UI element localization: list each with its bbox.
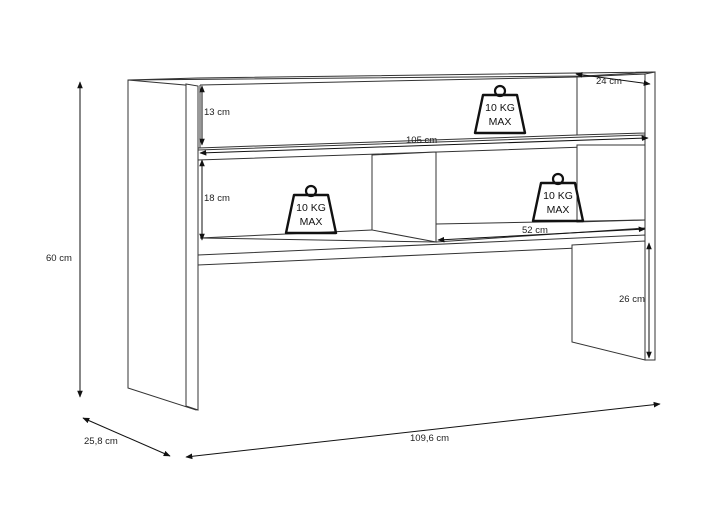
weight-badge-line2: MAX bbox=[300, 216, 323, 228]
width-total-label: 109,6 cm bbox=[410, 433, 449, 444]
weight-badge-line1: 10 KG bbox=[543, 190, 573, 202]
shelf-width-label: 105 cm bbox=[406, 135, 437, 146]
weight-icon bbox=[473, 84, 527, 135]
center-divider bbox=[371, 151, 437, 243]
weight-badge-line2: MAX bbox=[489, 116, 512, 128]
top-panel bbox=[127, 71, 656, 81]
weight-icon bbox=[284, 184, 338, 235]
shelf-width-arrow bbox=[199, 135, 649, 156]
weight-badge-left: 10 KG MAX bbox=[284, 184, 338, 235]
depth-total-arrow bbox=[82, 417, 171, 457]
width-total-arrow bbox=[185, 401, 661, 460]
weight-badge-right: 10 KG MAX bbox=[531, 172, 585, 223]
right-leg-edge bbox=[644, 71, 656, 361]
shelf-depth-arrow bbox=[575, 72, 651, 86]
right-compartment-width-arrow bbox=[437, 226, 646, 243]
weight-badge-line1: 10 KG bbox=[485, 102, 515, 114]
shelf-depth-label: 24 cm bbox=[596, 76, 622, 87]
back-edge-line bbox=[199, 76, 578, 86]
right-lower-back-panel bbox=[576, 144, 646, 223]
lower-left-shelf-front-line bbox=[199, 237, 437, 243]
weight-badge-top: 10 KG MAX bbox=[473, 84, 527, 135]
depth-total-label: 25,8 cm bbox=[84, 436, 118, 447]
top-compartment-height-label: 13 cm bbox=[204, 107, 230, 118]
lower-compartment-height-label: 18 cm bbox=[204, 193, 230, 204]
left-side-panel-edge bbox=[185, 83, 199, 411]
leg-height-label: 26 cm bbox=[619, 294, 645, 305]
dimension-labels: 60 cm 25,8 cm 109,6 cm 24 cm 13 cm 105 c… bbox=[46, 76, 645, 447]
height-total-label: 60 cm bbox=[46, 253, 72, 264]
weight-icon bbox=[531, 172, 585, 223]
weight-badge-line2: MAX bbox=[547, 204, 570, 216]
shelf-unit-drawing bbox=[127, 71, 656, 411]
right-compartment-width-label: 52 cm bbox=[522, 225, 548, 236]
weight-badge-line1: 10 KG bbox=[296, 202, 326, 214]
dimension-lines bbox=[77, 72, 661, 460]
